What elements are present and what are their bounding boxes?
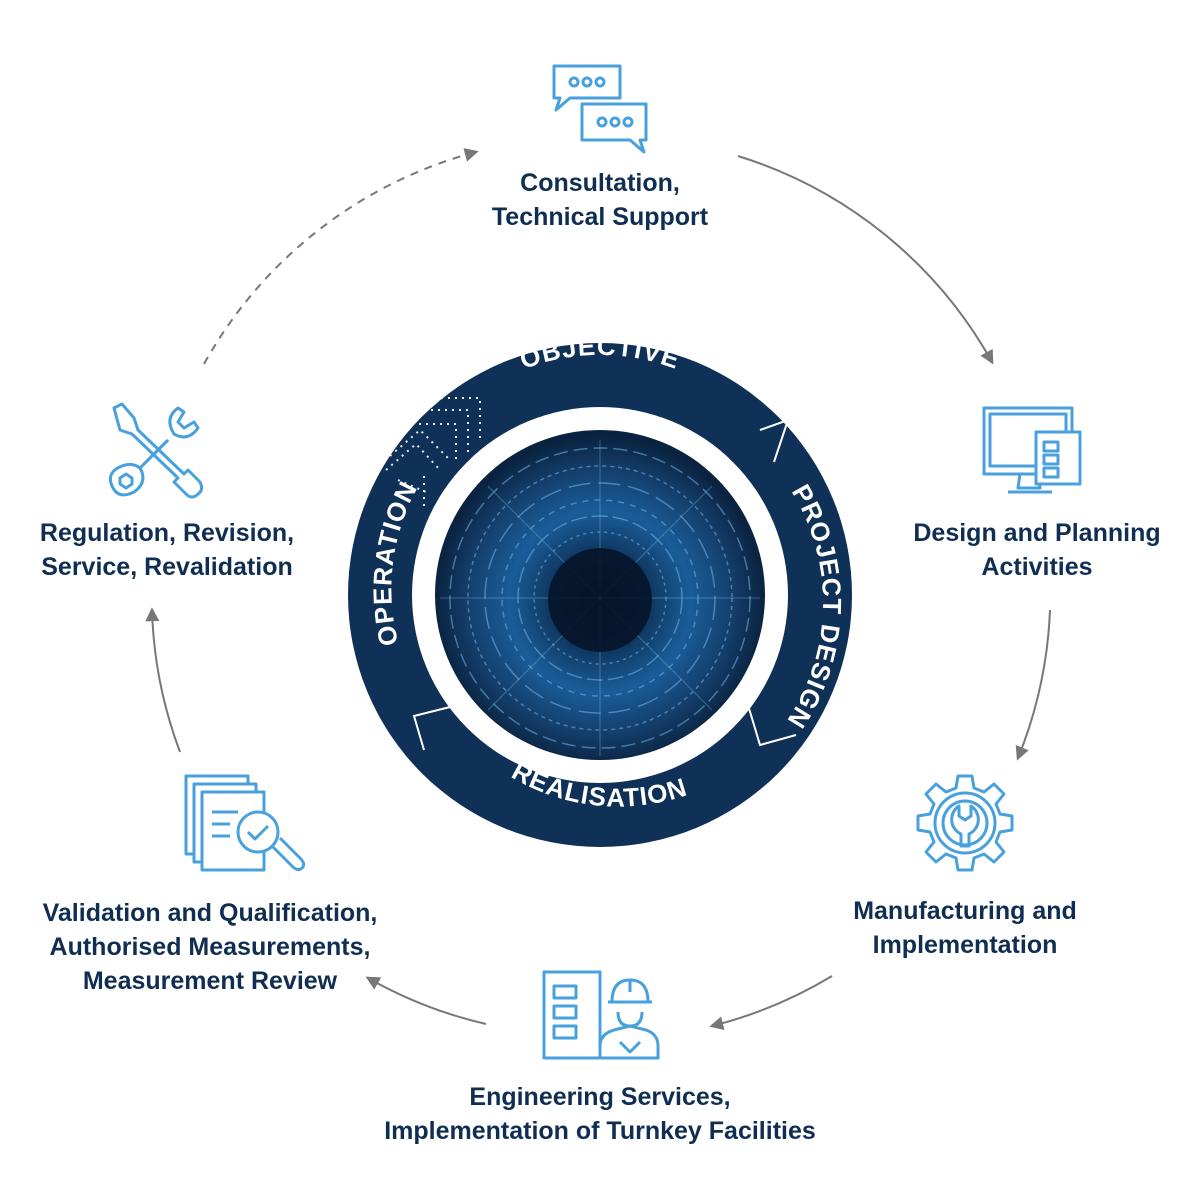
arrow-design-to-manufacturing: [1015, 609, 1051, 761]
ring-separator-bottom-left: [412, 704, 459, 751]
arrow-regulation-to-consultation: [203, 148, 479, 365]
ring-separator-top-right: [759, 418, 790, 463]
ring-separator-right-bottom: [747, 704, 797, 747]
gear-wrench-icon: [908, 766, 1022, 880]
arrow-consultation-to-design: [737, 155, 994, 365]
arrow-validation-to-regulation: [145, 607, 181, 753]
step-label-validation: Validation and Qualification,Authorised …: [42, 899, 378, 995]
engineer-checklist-icon: [540, 968, 664, 1064]
tech-core-image: [435, 430, 765, 760]
computer-monitor-icon: [980, 404, 1084, 500]
arrow-engineering-to-validation: [365, 976, 487, 1025]
chat-bubbles-icon: [548, 62, 652, 158]
ring-dotted-chevrons: [385, 397, 481, 508]
documents-magnifier-icon: [182, 772, 312, 882]
tools-icon: [104, 400, 208, 504]
step-label-regulation: Regulation, Revision,Service, Revalidati…: [39, 519, 295, 581]
arrow-manufacturing-to-engineering: [709, 975, 833, 1031]
step-label-engineering: Engineering Services,Implementation of T…: [384, 1083, 816, 1145]
step-label-consultation: Consultation,Technical Support: [491, 169, 709, 231]
